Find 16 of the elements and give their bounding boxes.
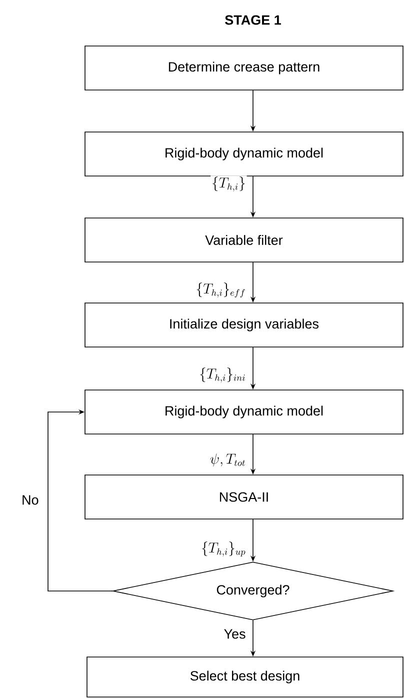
process-box: Determine crease pattern [84,46,404,90]
process-box: Rigid-body dynamic model [84,390,404,434]
edge-label: Yes [224,629,246,639]
arrow [48,409,113,592]
process-box: Variable filter [84,218,404,262]
edge-label: $\{T_{h,i}\}_{ini}$ [200,368,245,382]
title: STAGE 1 [225,15,281,25]
edge-label: $\{T_{h,i}\}_{up}$ [202,542,246,556]
edge-label: $\{T_{h,i}\}$ [212,176,245,192]
process-box: NSGA-II [84,474,404,520]
edge-label: $\psi, T_{tot}$ [210,454,245,467]
process-box: Rigid-body dynamic model [84,132,404,176]
edge-label: $\{T_{h,i}\}_{eff}$ [196,282,245,298]
process-box: Initialize design variables [84,302,404,348]
process-box: Select best design [86,656,404,698]
edge-label: No [22,495,38,505]
